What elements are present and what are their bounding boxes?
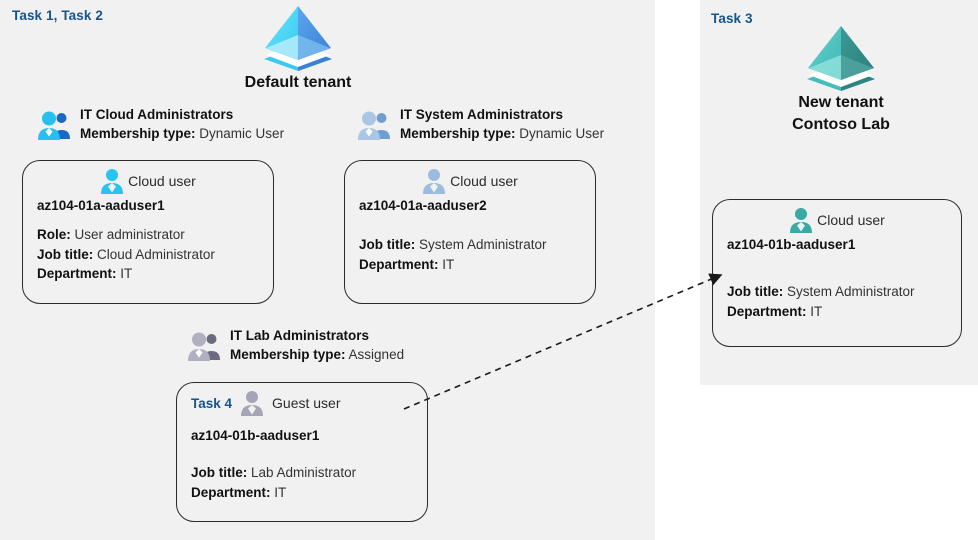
user-card-aaduser1[interactable]: Cloud user az104-01a-aaduser1 Role: User… bbox=[22, 160, 274, 304]
card-prop-label: Department: bbox=[359, 256, 439, 272]
azure-ad-tenant-icon bbox=[264, 6, 332, 71]
card-header: Task 4 Guest user bbox=[177, 383, 427, 416]
card-prop-value: Lab Administrator bbox=[251, 465, 357, 480]
cloud-user-icon bbox=[423, 169, 446, 194]
card-prop-department: Department: IT bbox=[727, 302, 947, 322]
card-prop-label: Role: bbox=[37, 227, 71, 242]
new-tenant-name-line2: Contoso Lab bbox=[792, 115, 890, 133]
card-user-type: Cloud user bbox=[817, 212, 885, 228]
group-users-icon bbox=[358, 111, 390, 140]
card-prop-department: Department: IT bbox=[37, 264, 259, 284]
card-prop-department: Department: IT bbox=[359, 255, 581, 275]
group-users-icon bbox=[188, 332, 220, 361]
group-membership: Membership type: Dynamic User bbox=[80, 126, 284, 143]
card-prop-label: Job title: bbox=[727, 284, 784, 299]
group-membership-label: Membership type: bbox=[230, 346, 346, 362]
default-tenant-block: Default tenant bbox=[228, 2, 368, 94]
card-properties: Role: User administrator Job title: Clou… bbox=[37, 225, 259, 284]
group-users-icon bbox=[38, 111, 70, 140]
group-title: IT Cloud Administrators bbox=[80, 107, 234, 122]
group-title: IT System Administrators bbox=[400, 107, 564, 122]
card-user-type: Cloud user bbox=[128, 173, 196, 189]
card-user-type: Guest user bbox=[272, 395, 341, 411]
card-body: az104-01b-aaduser1 Job title: System Adm… bbox=[713, 233, 961, 321]
card-prop-value: IT bbox=[274, 484, 287, 500]
card-prop-label: Department: bbox=[37, 266, 117, 282]
card-body: az104-01b-aaduser1 Job title: Lab Admini… bbox=[177, 416, 427, 502]
default-tenant-name: Default tenant bbox=[244, 74, 352, 91]
azure-ad-tenant-icon bbox=[807, 26, 875, 91]
card-prop-value: IT bbox=[120, 266, 133, 282]
card-upn: az104-01b-aaduser1 bbox=[191, 428, 320, 443]
user-card-aaduser1b-contoso[interactable]: Cloud user az104-01b-aaduser1 Job title:… bbox=[712, 199, 962, 347]
task-label-right: Task 3 bbox=[711, 11, 753, 26]
card-properties: Job title: Lab Administrator Department:… bbox=[191, 463, 413, 502]
card-header: Cloud user bbox=[713, 200, 961, 233]
card-prop-label: Job title: bbox=[191, 465, 248, 480]
card-prop-label: Job title: bbox=[359, 237, 416, 252]
group-membership: Membership type: Dynamic User bbox=[400, 126, 604, 143]
card-upn: az104-01b-aaduser1 bbox=[727, 237, 856, 252]
new-tenant-name-line1: New tenant bbox=[798, 94, 884, 111]
card-user-type: Cloud user bbox=[450, 173, 518, 189]
card-body: az104-01a-aaduser1 Role: User administra… bbox=[23, 194, 273, 284]
group-membership-value: Assigned bbox=[348, 346, 405, 362]
card-prop-value: User administrator bbox=[74, 227, 185, 242]
card-prop-job-title: Job title: Cloud Administrator bbox=[37, 245, 259, 265]
card-prop-value: IT bbox=[442, 256, 455, 272]
card-prop-job-title: Job title: System Administrator bbox=[359, 235, 581, 255]
card-prop-value: Cloud Administrator bbox=[97, 246, 215, 262]
card-task-label: Task 4 bbox=[191, 395, 233, 411]
guest-user-icon bbox=[241, 391, 264, 416]
card-prop-label: Department: bbox=[191, 484, 271, 500]
card-properties: Job title: System Administrator Departme… bbox=[359, 235, 581, 274]
group-title: IT Lab Administrators bbox=[230, 328, 370, 343]
cloud-user-icon bbox=[790, 208, 813, 233]
new-tenant-block: New tenant Contoso Lab bbox=[771, 22, 911, 135]
card-body: az104-01a-aaduser2 Job title: System Adm… bbox=[345, 194, 595, 274]
task-label-left: Task 1, Task 2 bbox=[12, 8, 103, 23]
card-prop-value: System Administrator bbox=[787, 284, 915, 299]
group-it-cloud-administrators: IT Cloud Administrators Membership type:… bbox=[38, 107, 284, 143]
cloud-user-icon bbox=[101, 169, 124, 194]
card-prop-job-title: Job title: Lab Administrator bbox=[191, 463, 413, 483]
user-card-guest-aaduser1b[interactable]: Task 4 Guest user az104-01b-aaduser1 Job… bbox=[176, 382, 428, 522]
card-header: Cloud user bbox=[345, 161, 595, 194]
card-upn: az104-01a-aaduser2 bbox=[359, 198, 487, 213]
group-membership: Membership type: Assigned bbox=[230, 347, 404, 364]
group-membership-label: Membership type: bbox=[400, 125, 516, 141]
card-prop-role: Role: User administrator bbox=[37, 225, 259, 245]
card-upn: az104-01a-aaduser1 bbox=[37, 198, 165, 213]
card-prop-value: IT bbox=[810, 303, 823, 319]
group-membership-label: Membership type: bbox=[80, 125, 196, 141]
card-prop-label: Department: bbox=[727, 303, 807, 319]
card-header: Cloud user bbox=[23, 161, 273, 194]
card-properties: Job title: System Administrator Departme… bbox=[727, 282, 947, 321]
user-card-aaduser2[interactable]: Cloud user az104-01a-aaduser2 Job title:… bbox=[344, 160, 596, 304]
group-it-lab-administrators: IT Lab Administrators Membership type: A… bbox=[188, 328, 404, 364]
card-prop-department: Department: IT bbox=[191, 483, 413, 503]
group-membership-value: Dynamic User bbox=[199, 125, 285, 141]
card-prop-label: Job title: bbox=[37, 246, 94, 262]
card-prop-job-title: Job title: System Administrator bbox=[727, 282, 947, 302]
group-membership-value: Dynamic User bbox=[519, 125, 605, 141]
card-prop-value: System Administrator bbox=[419, 237, 547, 252]
group-it-system-administrators: IT System Administrators Membership type… bbox=[358, 107, 604, 143]
